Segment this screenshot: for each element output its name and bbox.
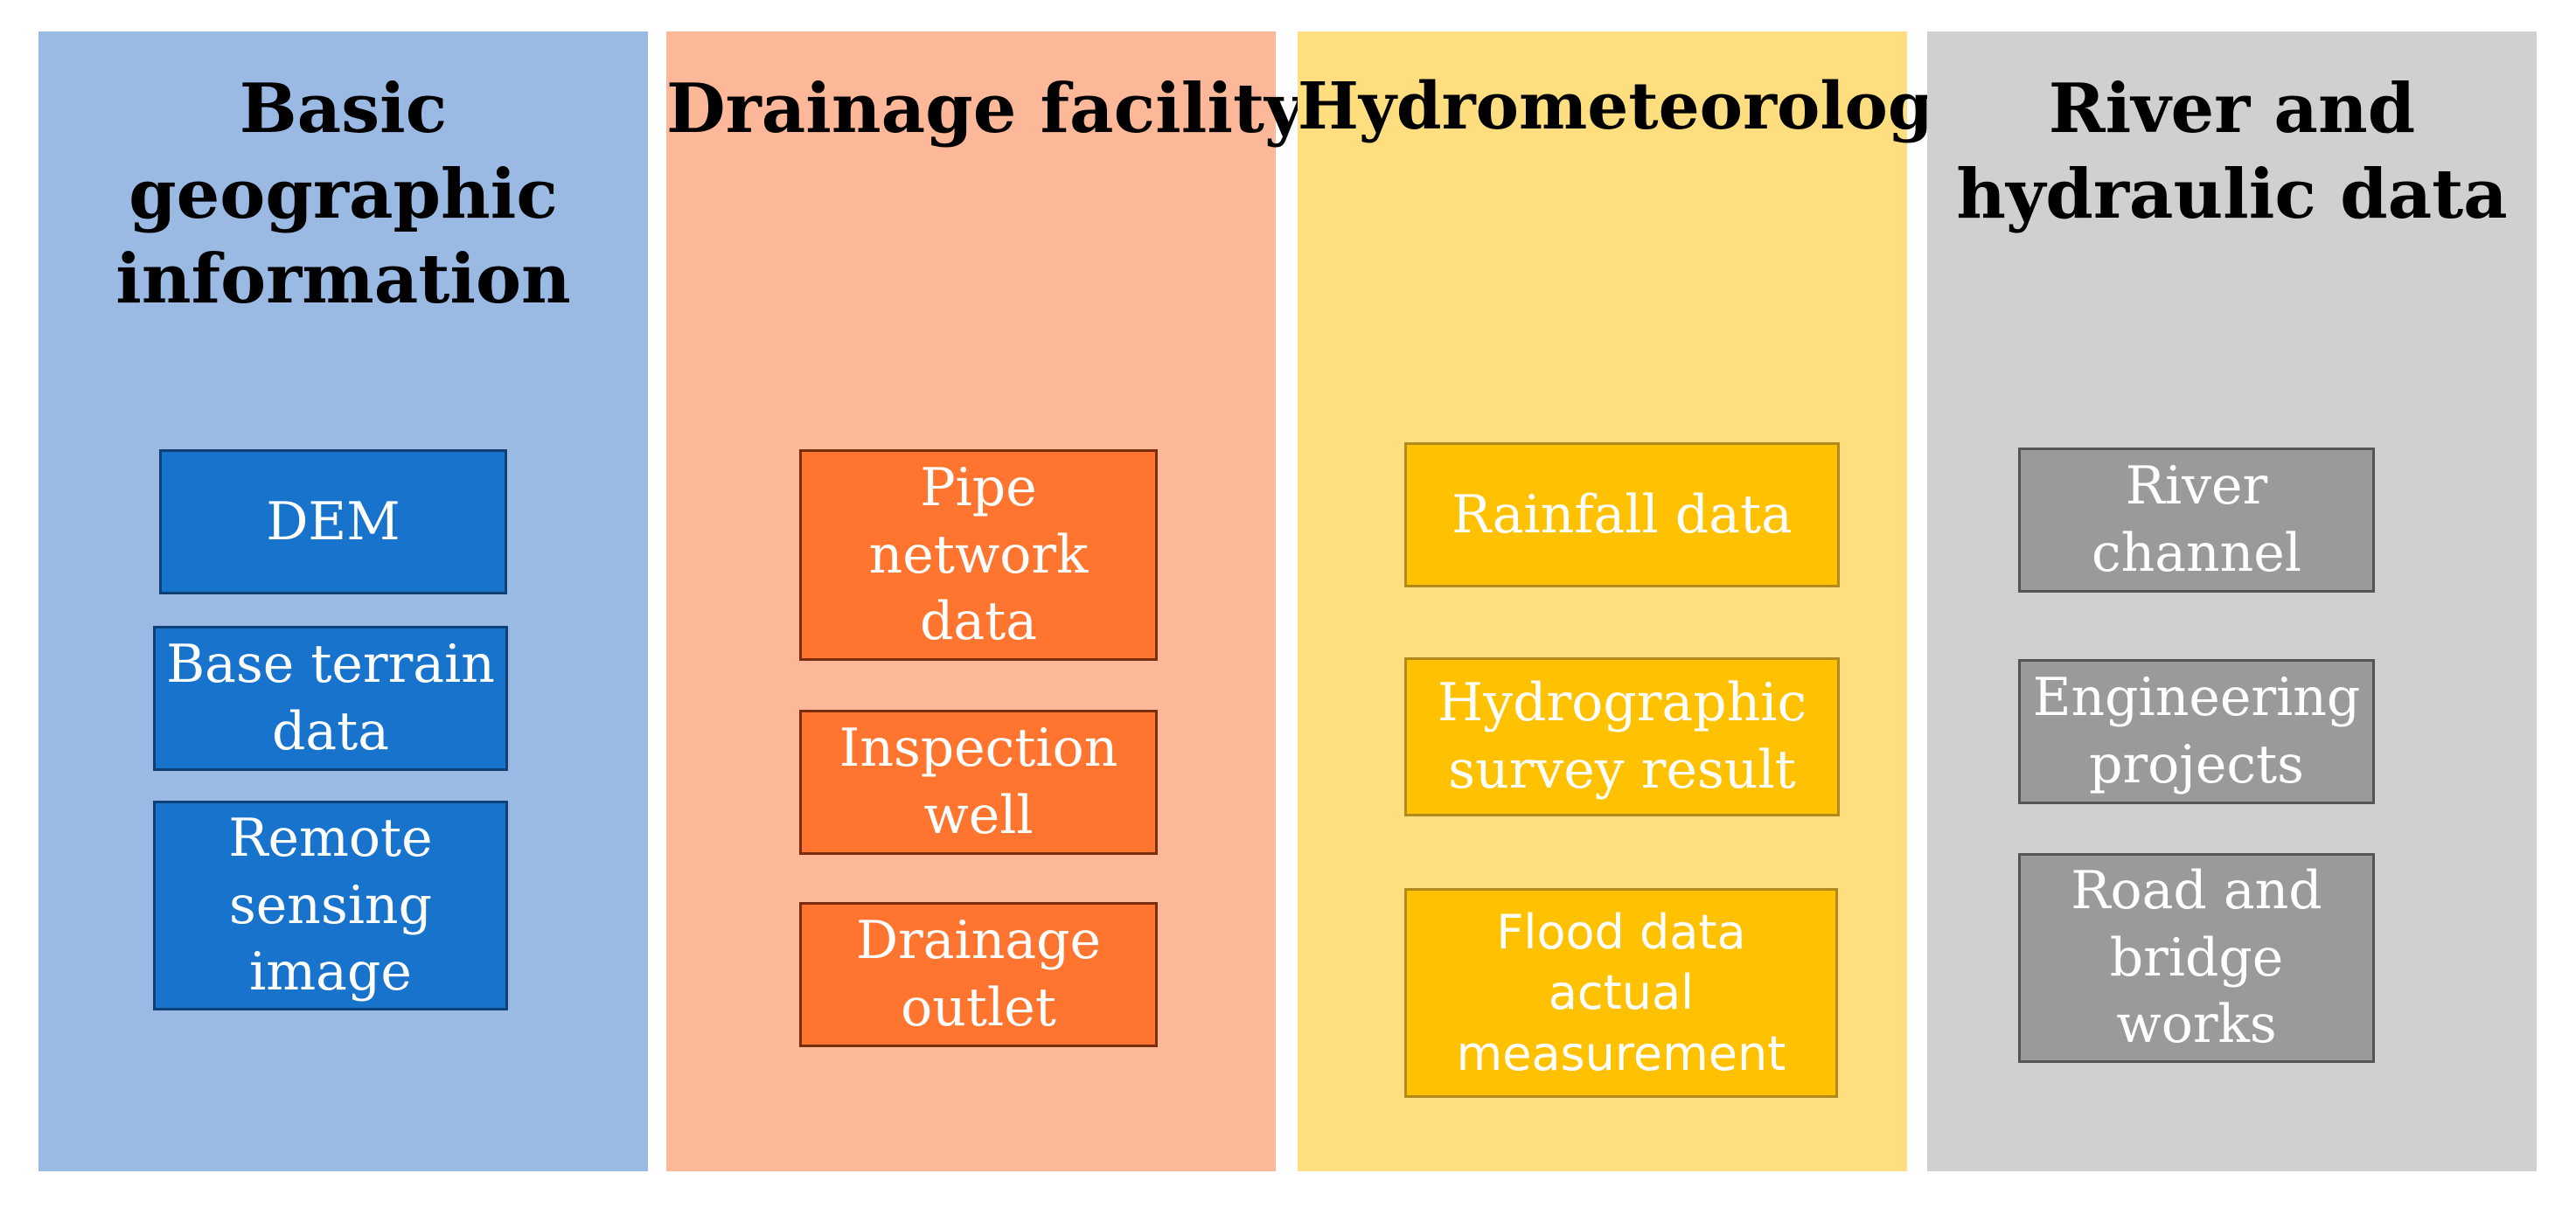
column-drainage-facility: Drainage facility Pipe network data Insp…	[666, 31, 1305, 1171]
column-title: Hydrometeorology	[1298, 69, 1971, 144]
column-basic-geographic-information: Basic geographic information DEM Base te…	[38, 31, 648, 1171]
item-box-flood-data-actual-measurement: Flood data actual measurement	[1404, 888, 1838, 1098]
item-box-inspection-well: Inspection well	[799, 710, 1158, 855]
item-box-base-terrain-data: Base terrain data	[153, 626, 508, 771]
item-box-remote-sensing-image: Remote sensing image	[153, 801, 508, 1010]
item-box-pipe-network-data: Pipe network data	[799, 449, 1158, 661]
item-box-rainfall-data: Rainfall data	[1404, 442, 1840, 587]
item-box-road-and-bridge-works: Road and bridge works	[2018, 853, 2375, 1063]
column-title: River and hydraulic data	[1956, 69, 2508, 234]
item-box-river-channel: River channel	[2018, 448, 2375, 593]
item-box-drainage-outlet: Drainage outlet	[799, 902, 1158, 1047]
item-box-dem: DEM	[159, 449, 507, 594]
column-hydrometeorology: Hydrometeorology Rainfall data Hydrograp…	[1298, 31, 1971, 1171]
column-river-and-hydraulic-data: River and hydraulic data River channel E…	[1927, 31, 2537, 1171]
item-box-hydrographic-survey-result: Hydrographic survey result	[1404, 657, 1840, 816]
column-title: Drainage facility	[666, 69, 1305, 149]
item-box-engineering-projects: Engineering projects	[2018, 659, 2375, 804]
column-title: Basic geographic information	[115, 69, 571, 319]
